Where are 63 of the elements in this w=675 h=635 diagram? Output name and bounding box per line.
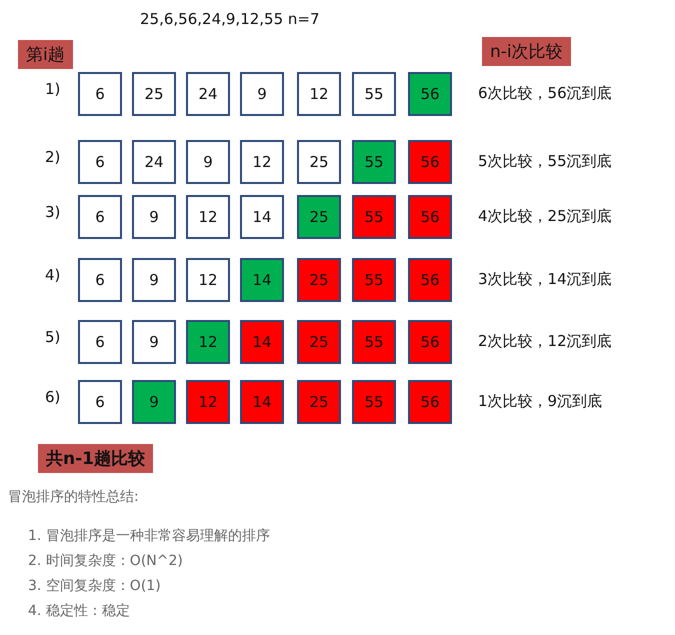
number-box: 12 (186, 380, 230, 424)
number-box: 6 (78, 140, 122, 184)
header-label: 共n-1趟比较 (38, 444, 153, 473)
row-note: 5次比较，55沉到底 (478, 152, 612, 171)
number-box: 6 (78, 320, 122, 364)
number-box: 6 (78, 380, 122, 424)
number-box: 55 (352, 195, 396, 239)
number-box: 55 (352, 258, 396, 302)
number-box: 56 (408, 320, 452, 364)
number-box: 9 (186, 140, 230, 184)
row-number: 3) (45, 203, 60, 221)
number-box: 25 (297, 140, 341, 184)
list-item: 2. 时间复杂度：O(N^2) (28, 552, 183, 570)
number-box: 24 (186, 72, 230, 116)
number-box: 56 (408, 258, 452, 302)
title-text: 25,6,56,24,9,12,55 n=7 (140, 10, 320, 28)
row-number: 4) (45, 266, 60, 284)
summary-heading: 冒泡排序的特性总结: (8, 488, 139, 506)
number-box: 12 (186, 195, 230, 239)
number-box: 25 (297, 380, 341, 424)
number-box: 25 (297, 258, 341, 302)
number-box: 55 (352, 380, 396, 424)
list-item: 1. 冒泡排序是一种非常容易理解的排序 (28, 527, 270, 545)
list-item: 3. 空间复杂度：O(1) (28, 577, 161, 595)
row-note: 1次比较，9沉到底 (478, 392, 602, 411)
number-box: 12 (240, 140, 284, 184)
row-number: 2) (45, 148, 60, 166)
number-box: 14 (240, 320, 284, 364)
number-box: 6 (78, 72, 122, 116)
number-box: 25 (132, 72, 176, 116)
row-number: 5) (45, 328, 60, 346)
number-box: 25 (297, 320, 341, 364)
row-number: 1) (45, 80, 60, 98)
number-box: 14 (240, 380, 284, 424)
number-box: 55 (352, 320, 396, 364)
number-box: 55 (352, 72, 396, 116)
number-box: 56 (408, 380, 452, 424)
number-box: 14 (240, 258, 284, 302)
row-note: 4次比较，25沉到底 (478, 207, 612, 226)
number-box: 56 (408, 140, 452, 184)
number-box: 12 (186, 320, 230, 364)
number-box: 56 (408, 195, 452, 239)
row-number: 6) (45, 388, 60, 406)
number-box: 9 (132, 320, 176, 364)
header-label: 第i趟 (18, 40, 73, 69)
number-box: 6 (78, 195, 122, 239)
list-item: 4. 稳定性：稳定 (28, 602, 130, 620)
number-box: 56 (408, 72, 452, 116)
number-box: 9 (132, 380, 176, 424)
number-box: 9 (132, 195, 176, 239)
number-box: 12 (297, 72, 341, 116)
number-box: 6 (78, 258, 122, 302)
number-box: 25 (297, 195, 341, 239)
number-box: 9 (132, 258, 176, 302)
number-box: 9 (240, 72, 284, 116)
row-note: 6次比较，56沉到底 (478, 84, 612, 103)
number-box: 14 (240, 195, 284, 239)
number-box: 12 (186, 258, 230, 302)
row-note: 2次比较，12沉到底 (478, 332, 612, 351)
header-label: n-i次比较 (482, 37, 571, 66)
number-box: 24 (132, 140, 176, 184)
number-box: 55 (352, 140, 396, 184)
row-note: 3次比较，14沉到底 (478, 270, 612, 289)
